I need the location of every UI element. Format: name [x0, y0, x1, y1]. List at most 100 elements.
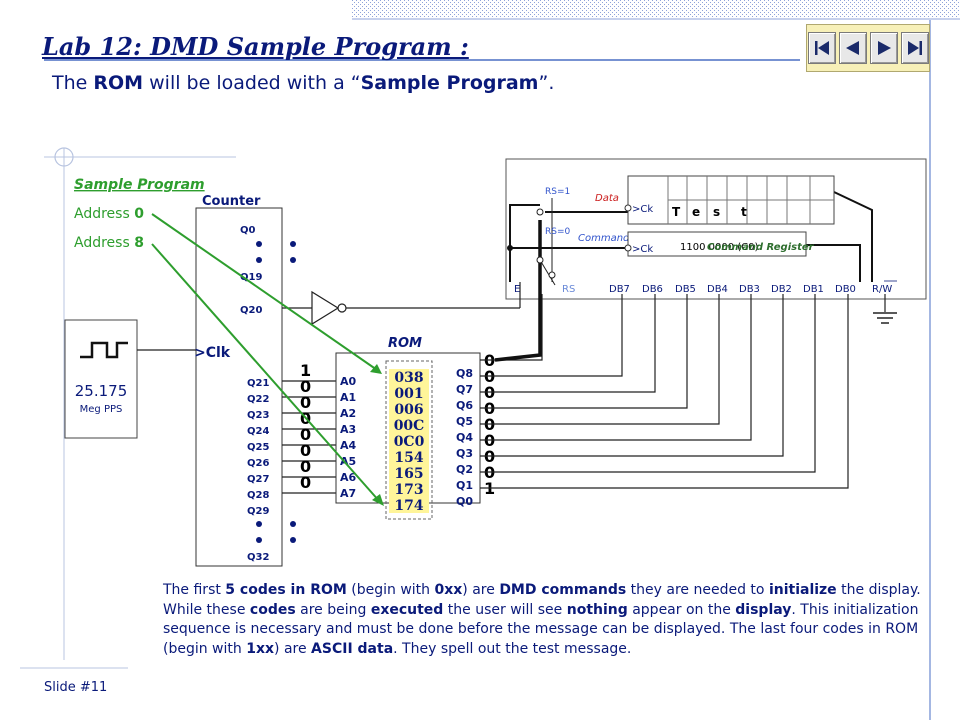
- rom-code: 001: [394, 386, 423, 402]
- dmd-pin-label: DB0: [835, 284, 856, 295]
- dmd-pin-label: DB7: [609, 284, 630, 295]
- page-title: Lab 12: DMD Sample Program :: [42, 32, 469, 61]
- rom-code: 174: [394, 498, 423, 514]
- rom-address-pin: A3: [340, 423, 356, 436]
- description-emphasis: DMD commands: [499, 582, 627, 598]
- rom-memory-column: [385, 360, 433, 520]
- counter-output-label: Q23: [247, 410, 269, 421]
- description-text: appear on the: [627, 601, 736, 618]
- counter-output-label: Q20: [240, 305, 262, 316]
- top-dotted-band: [352, 0, 960, 18]
- inverter-gate: [311, 290, 340, 326]
- description-text: are being: [295, 601, 371, 618]
- rs0-label: RS=0: [545, 227, 571, 237]
- data-register-char: s: [713, 205, 720, 219]
- counter-output-label: Q21: [247, 378, 269, 389]
- next-slide-button[interactable]: [869, 32, 898, 64]
- address-pointers: [151, 213, 381, 503]
- sample-program-heading: Sample Program: [74, 177, 205, 193]
- dmd-internal-bus: [509, 191, 873, 282]
- rom-data-pin: Q5: [456, 415, 473, 428]
- prev-slide-button[interactable]: [838, 32, 867, 64]
- command-register: [627, 231, 807, 257]
- counter-output-label: Q28: [247, 490, 269, 501]
- description-emphasis: display: [735, 601, 792, 618]
- counter-output-label: Q27: [247, 474, 269, 485]
- description-emphasis: executed: [370, 601, 444, 618]
- address-bit: 0: [300, 393, 311, 412]
- counter-output-label: Q32: [247, 552, 269, 563]
- arrowhead: [372, 494, 384, 506]
- rom-address-pin: A4: [340, 439, 357, 452]
- description-text: (begin with: [346, 582, 435, 598]
- description-text: the display. While these: [163, 582, 921, 618]
- dmd-pin-label: DB3: [739, 284, 760, 295]
- first-slide-button[interactable]: [807, 32, 836, 64]
- dmd-pin-label: R/W: [872, 284, 892, 295]
- rom-code: 038: [394, 370, 423, 386]
- address-bit: 0: [300, 377, 311, 396]
- description-emphasis: initialize: [768, 582, 837, 598]
- rom-codes: [389, 369, 429, 513]
- description-text: ) are: [274, 640, 312, 657]
- rom-data-pin: Q8: [456, 367, 473, 380]
- description-text: . They spell out the test message.: [393, 640, 632, 657]
- description-text: The first: [163, 582, 226, 598]
- counter-output-label: Q29: [247, 506, 269, 517]
- rom-address-pin: A7: [340, 487, 356, 500]
- counter-output-label: Q26: [247, 458, 269, 469]
- prev-icon: [845, 41, 859, 55]
- rom-code: 00C: [394, 418, 425, 434]
- description-emphasis: 1xx: [246, 640, 275, 657]
- rom-data-pin: Q6: [456, 399, 473, 412]
- rom-code: 0C0: [394, 434, 425, 450]
- next-icon: [877, 41, 891, 55]
- dmd-pin-label: DB5: [675, 284, 696, 295]
- description-paragraph: The first 5 codes in ROM (begin with 0xx…: [163, 581, 923, 659]
- rom-address-pin: A6: [340, 471, 357, 484]
- data-register-char: t: [741, 205, 747, 219]
- address-bit: 0: [300, 441, 311, 460]
- counter-output-label: Q19: [240, 272, 262, 283]
- dmd-pin-label: E: [514, 284, 520, 295]
- first-icon: [814, 41, 829, 55]
- address-8-label: Address 8: [74, 235, 144, 251]
- data-register-char: T: [672, 205, 681, 219]
- rom-data-pin: Q2: [456, 463, 473, 476]
- address-bus: [282, 380, 336, 494]
- data-register-ck: >Ck: [632, 204, 653, 215]
- rs1-label: RS=1: [545, 187, 570, 197]
- address-bit: 0: [300, 473, 311, 492]
- counter-output-label: Q25: [247, 442, 269, 453]
- arrowhead: [370, 364, 382, 374]
- description-text: . This initialization sequence is necess…: [163, 601, 919, 657]
- counter-title: Counter: [202, 194, 261, 209]
- rom-data-pin: Q1: [456, 479, 473, 492]
- rom-address-pin: A0: [340, 375, 357, 388]
- last-icon: [907, 41, 922, 55]
- command-register-caption: Command: [578, 233, 630, 244]
- data-bus: [480, 294, 849, 489]
- address-bit: 0: [300, 457, 311, 476]
- counter-output-label: Q24: [247, 426, 269, 437]
- rom-code: 165: [394, 466, 423, 482]
- rom-address-pin: A1: [340, 391, 356, 404]
- description-emphasis: ASCII data: [311, 640, 394, 657]
- rom-code: 173: [394, 482, 423, 498]
- last-slide-button[interactable]: [900, 32, 929, 64]
- dmd-pin-label: RS: [562, 284, 575, 295]
- dmd-pin-label: DB2: [771, 284, 792, 295]
- description-emphasis: codes: [249, 601, 296, 618]
- clock-generator: [64, 319, 138, 439]
- counter-output-label: Q22: [247, 394, 269, 405]
- dmd-pin-label: DB6: [642, 284, 663, 295]
- rs-line-highlight: [494, 220, 542, 362]
- description-text: the user will see: [443, 601, 567, 618]
- command-register-ck: >Ck: [632, 244, 653, 255]
- rom-data-pin: Q0: [456, 495, 473, 508]
- description-text: ) are: [462, 582, 500, 598]
- clock-waveform-icon: [80, 341, 128, 359]
- corner-ornament: [54, 147, 74, 167]
